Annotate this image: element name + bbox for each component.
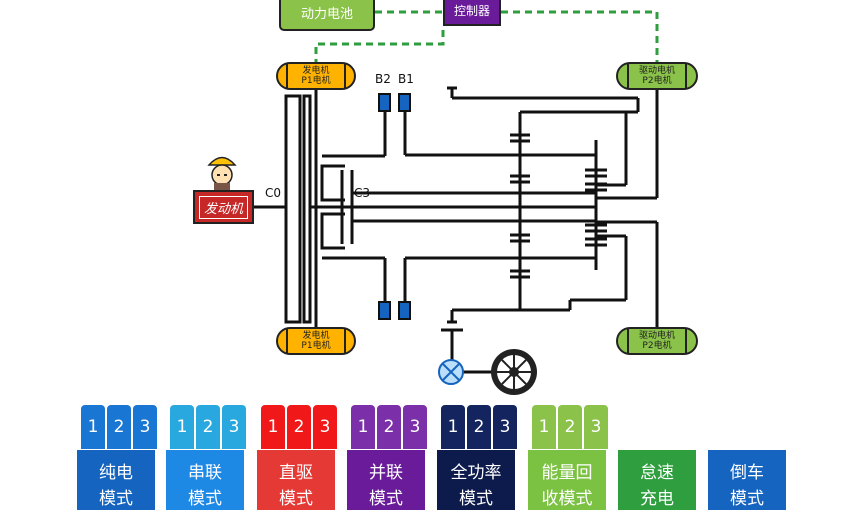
drv-top-line2: P2电机 — [642, 76, 672, 86]
gear-shafts — [254, 86, 659, 374]
mode-tab[interactable]: 3 — [133, 405, 157, 449]
mode-name-line2: 模式 — [188, 489, 222, 509]
mode-label: 全功率模式 — [437, 450, 515, 510]
mode-tab[interactable]: 2 — [196, 405, 220, 449]
mode-name-line2: 模式 — [459, 489, 493, 509]
mode-label: 倒车模式 — [708, 450, 786, 510]
engine-label: 发动机 — [198, 195, 248, 219]
mode-tab[interactable]: 3 — [313, 405, 337, 449]
brake-b1-top — [398, 93, 411, 112]
mode-tab[interactable]: 1 — [441, 405, 465, 449]
mode-label: 并联模式 — [347, 450, 425, 510]
mode-tab[interactable]: 3 — [493, 405, 517, 449]
power-wiring — [314, 10, 659, 66]
label-c3: C3 — [354, 186, 371, 200]
mascot-icon — [207, 156, 237, 191]
mode-card[interactable]: 怠速充电 — [618, 405, 696, 510]
mode-name-line1: 倒车 — [730, 463, 764, 483]
brake-b1-bottom — [398, 301, 411, 320]
drv-bottom-line2: P2电机 — [642, 341, 672, 351]
brake-b2-bottom — [378, 301, 391, 320]
mode-name-line1: 串联 — [188, 463, 222, 483]
controller-label: 控制器 — [453, 3, 490, 18]
mode-tab[interactable]: 2 — [287, 405, 311, 449]
mode-tab[interactable]: 1 — [351, 405, 375, 449]
mode-label: 串联模式 — [166, 450, 244, 510]
schematic-lines — [207, 10, 659, 395]
drv-top-line1: 驱动电机 — [638, 66, 675, 76]
mode-card[interactable]: 倒车模式 — [708, 405, 786, 510]
mode-tab[interactable]: 1 — [532, 405, 556, 449]
mode-name-line2: 模式 — [279, 489, 313, 509]
battery-box: 动力电池 — [279, 0, 375, 31]
mode-tab[interactable]: 3 — [584, 405, 608, 449]
mode-label: 怠速充电 — [618, 450, 696, 510]
gen-top-line1: 发电机 — [302, 66, 330, 76]
mode-tab[interactable]: 2 — [377, 405, 401, 449]
mode-tab[interactable]: 3 — [403, 405, 427, 449]
mode-name-line2: 收模式 — [541, 489, 593, 509]
mode-label: 纯电模式 — [77, 450, 155, 510]
mode-name-line1: 并联 — [369, 463, 403, 483]
brake-b2-top — [378, 93, 391, 112]
wheel-icon — [491, 349, 537, 395]
mode-name-line2: 模式 — [369, 489, 403, 509]
battery-label: 动力电池 — [300, 7, 353, 22]
mode-name-line1: 直驱 — [279, 463, 313, 483]
mode-tab[interactable]: 3 — [222, 405, 246, 449]
mode-tab[interactable]: 2 — [467, 405, 491, 449]
drv-bottom-line1: 驱动电机 — [638, 331, 675, 341]
mode-name-line2: 模式 — [99, 489, 133, 509]
mode-tab[interactable]: 1 — [81, 405, 105, 449]
controller-box: 控制器 — [443, 0, 501, 26]
mode-tab[interactable]: 2 — [107, 405, 131, 449]
mode-label: 能量回收模式 — [528, 450, 606, 510]
mode-label: 直驱模式 — [257, 450, 335, 510]
engine-box: 发动机 — [193, 190, 254, 224]
mode-name-line1: 能量回 — [541, 463, 593, 483]
mode-name-line1: 全功率 — [450, 463, 502, 483]
mode-name-line1: 纯电 — [99, 463, 133, 483]
mode-name-line2: 模式 — [730, 489, 764, 509]
mode-name-line2: 充电 — [640, 489, 674, 509]
mode-tab[interactable]: 2 — [558, 405, 582, 449]
mode-tab[interactable]: 1 — [170, 405, 194, 449]
label-b2: B2 — [375, 72, 391, 86]
gen-bottom-line2: P1电机 — [301, 341, 331, 351]
gen-top-line2: P1电机 — [301, 76, 331, 86]
gen-bottom-line1: 发电机 — [302, 331, 330, 341]
label-b1: B1 — [398, 72, 414, 86]
mode-name-line1: 怠速 — [640, 463, 674, 483]
label-c0: C0 — [265, 186, 282, 200]
mode-tab[interactable]: 1 — [261, 405, 285, 449]
